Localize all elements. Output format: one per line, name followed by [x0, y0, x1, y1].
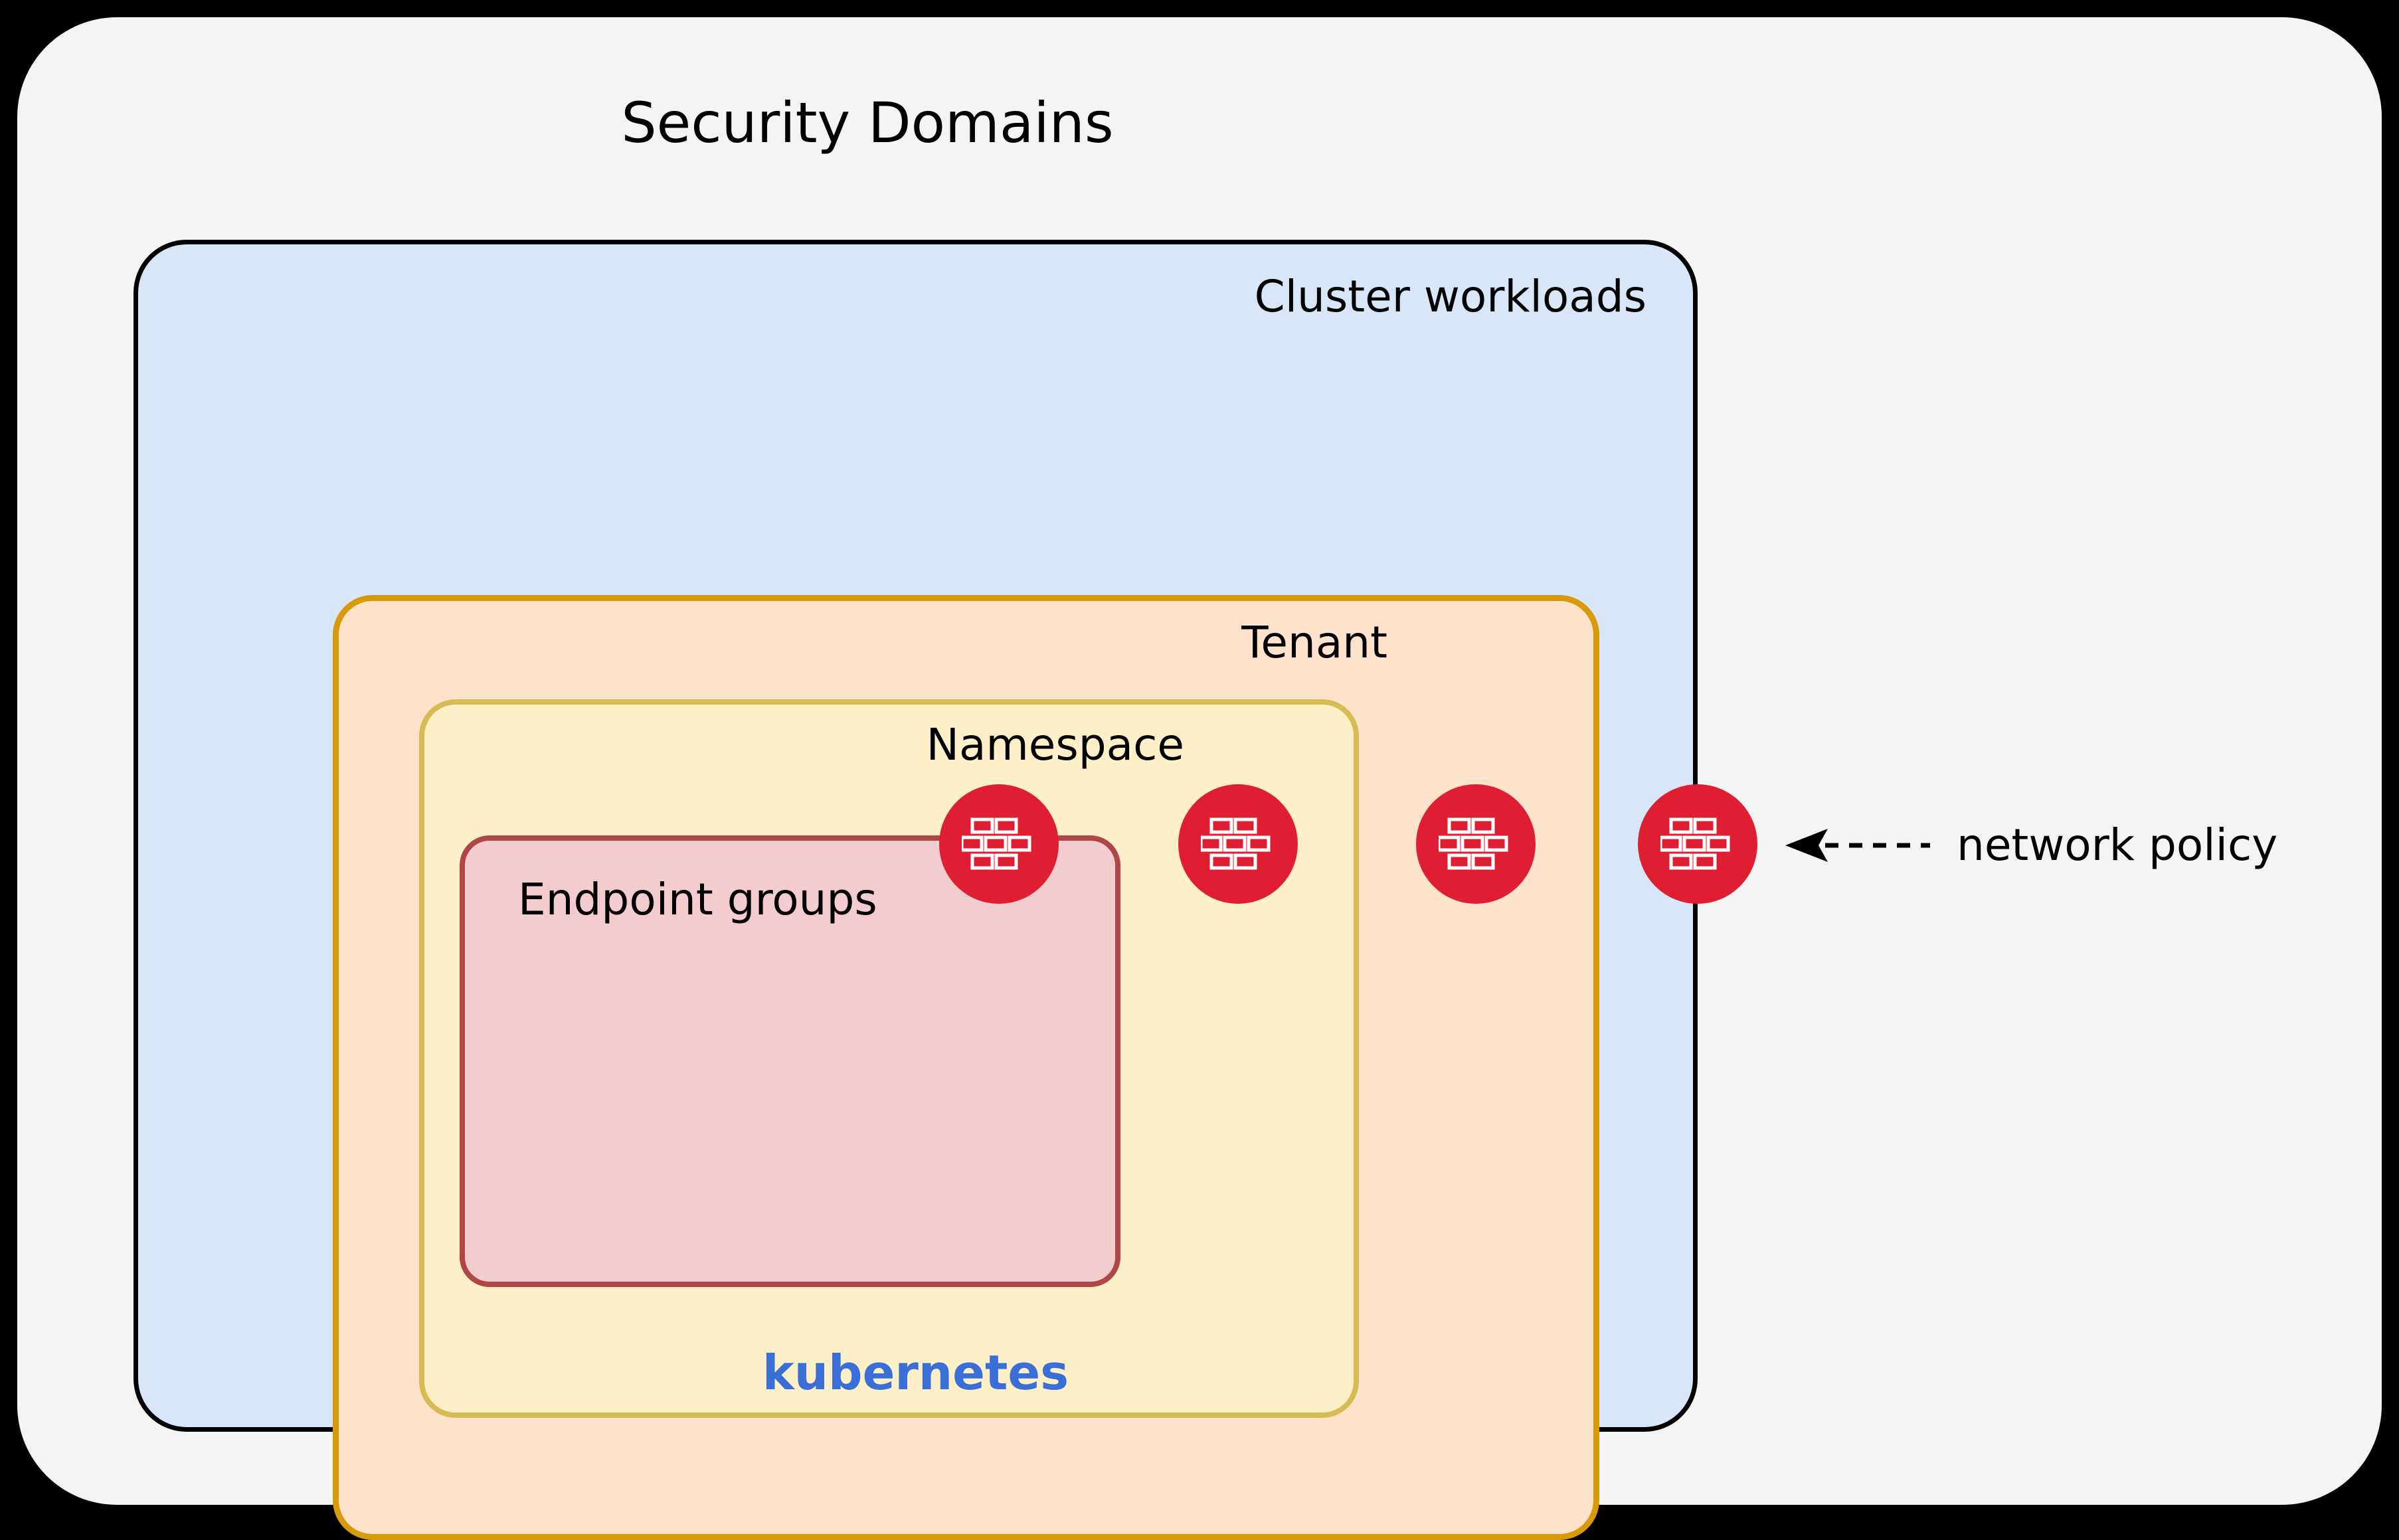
- brick-wall-icon: [962, 817, 1031, 870]
- dashed-left-arrow-icon: [1785, 828, 1930, 862]
- network-policy-label: network policy: [1957, 819, 2278, 871]
- tenant-label: Tenant: [1241, 617, 1387, 668]
- security-domains-panel: Security Domains Cluster workloads Tenan…: [17, 17, 2382, 1540]
- brick-wall-icon: [1660, 817, 1730, 870]
- namespace-label: Namespace: [926, 719, 1184, 770]
- endpoint-groups-label: Endpoint groups: [518, 874, 877, 925]
- page-title: Security Domains: [621, 90, 1114, 155]
- network-policy-annotation: network policy: [1784, 819, 2277, 871]
- brick-wall-icon: [1439, 817, 1508, 870]
- brick-wall-icon: [1201, 817, 1271, 870]
- firewall-node-tenant[interactable]: [1416, 784, 1536, 904]
- firewall-node-cluster[interactable]: [1638, 784, 1757, 904]
- kubernetes-brand-label: kubernetes: [762, 1345, 1069, 1401]
- endpoint-groups-box: Endpoint groups: [460, 835, 1120, 1287]
- firewall-node-endpoint-groups[interactable]: [939, 784, 1059, 904]
- cluster-workloads-label: Cluster workloads: [1254, 271, 1646, 322]
- firewall-node-namespace[interactable]: [1178, 784, 1298, 904]
